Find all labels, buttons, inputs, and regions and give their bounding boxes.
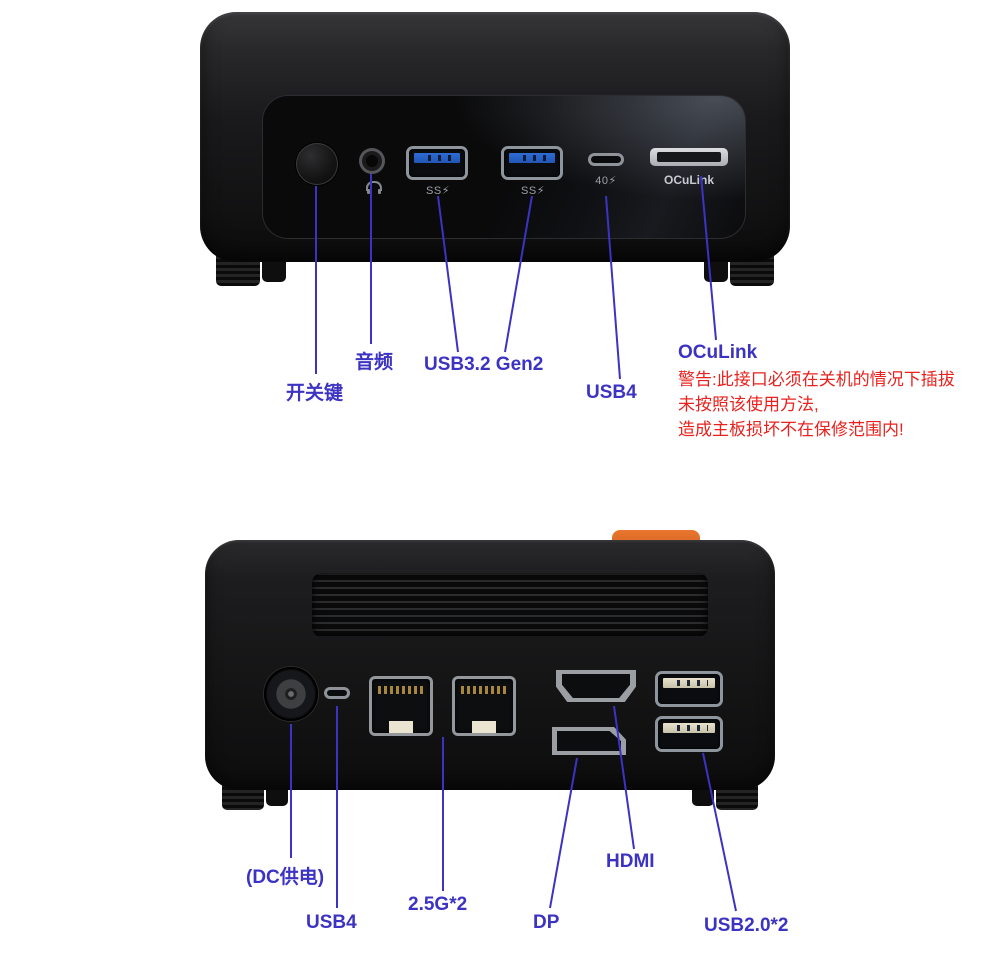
mini-pc-front-view: SS⚡ SS⚡ 40⚡ OCuLink xyxy=(200,12,790,262)
usb-tongue xyxy=(663,678,715,688)
annotation-displayport: DP xyxy=(533,912,560,933)
warning-line-1: 警告:此接口必须在关机的情况下插拔 xyxy=(678,370,955,389)
superspeed-marking: SS⚡ xyxy=(521,185,545,197)
oculink-port xyxy=(650,148,728,166)
oculink-printed-label: OCuLink xyxy=(664,173,714,187)
headset-icon xyxy=(366,181,382,194)
usb-tongue xyxy=(509,153,555,163)
front-panel: SS⚡ SS⚡ 40⚡ OCuLink xyxy=(262,95,746,239)
annotation-audio: 音频 xyxy=(355,352,394,373)
usb-c-port-rear xyxy=(324,687,350,699)
dc-power-jack xyxy=(264,667,318,721)
ethernet-port-1 xyxy=(372,679,430,733)
vent-grille xyxy=(312,573,708,637)
oculink-warning-text: 警告:此接口必须在关机的情况下插拔 未按照该使用方法, 造成主板损坏不在保修范围… xyxy=(678,367,955,442)
annotation-hdmi: HDMI xyxy=(606,851,655,872)
power-button xyxy=(296,143,338,185)
annotation-dc-power: (DC供电) xyxy=(246,867,325,888)
ethernet-port-2 xyxy=(455,679,513,733)
usb-c-port xyxy=(588,153,624,166)
warning-line-3: 造成主板损坏不在保修范围内! xyxy=(678,420,904,439)
annotation-usb4-rear: USB4 xyxy=(306,912,357,933)
audio-jack-port xyxy=(359,148,385,174)
annotation-usb4-front: USB4 xyxy=(586,382,637,403)
warning-line-2: 未按照该使用方法, xyxy=(678,395,819,414)
usb4-40gbps-marking: 40⚡ xyxy=(595,175,617,187)
usb-a-rear-port-2 xyxy=(658,719,720,749)
usb-a-port-1 xyxy=(409,149,465,177)
annotation-usb20: USB2.0*2 xyxy=(704,915,789,936)
mini-pc-rear-view xyxy=(205,540,775,790)
displayport-port xyxy=(552,727,626,755)
annotation-ethernet: 2.5G*2 xyxy=(408,894,468,915)
superspeed-marking: SS⚡ xyxy=(426,185,450,197)
hdmi-port xyxy=(556,670,636,702)
usb-tongue xyxy=(663,723,715,733)
usb-a-port-2 xyxy=(504,149,560,177)
annotation-power-button: 开关键 xyxy=(286,383,344,404)
annotation-usb32-gen2: USB3.2 Gen2 xyxy=(424,354,544,375)
usb-a-rear-port-1 xyxy=(658,674,720,704)
usb-tongue xyxy=(414,153,460,163)
annotation-oculink: OCuLink xyxy=(678,342,758,363)
